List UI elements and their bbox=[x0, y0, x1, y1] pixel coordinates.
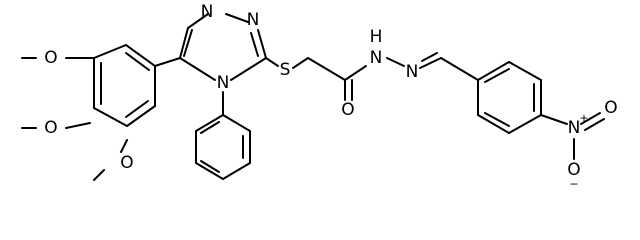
atom-o-nitro-single: O bbox=[567, 160, 580, 180]
structure-canvas: O O O N N N S O H N N N + O O − bbox=[21, 2, 618, 191]
charge-minus-nitro: − bbox=[569, 178, 578, 191]
atom-o-methoxy-bot: O bbox=[120, 153, 133, 173]
atom-labels: O O O N N N S O H N N N + O O − bbox=[44, 2, 617, 191]
atom-o-nitro-double: O bbox=[604, 98, 617, 118]
bond-o-ring-mid bbox=[65, 122, 91, 129]
bond-o-ring-bot bbox=[120, 139, 128, 153]
atom-o-methoxy-mid: O bbox=[44, 118, 57, 138]
bonds bbox=[21, 13, 605, 181]
atom-o-carbonyl: O bbox=[341, 100, 354, 120]
molecule-structure: O O O N N N S O H N N N + O O − bbox=[21, 2, 618, 191]
nitrophenyl-ring bbox=[440, 57, 542, 134]
triazole-ring bbox=[179, 13, 267, 81]
bond-methyl-bot bbox=[93, 169, 105, 181]
bond-ring-nitro bbox=[540, 114, 568, 125]
atom-s-thioether: S bbox=[280, 60, 291, 80]
charge-plus-nitro: + bbox=[579, 112, 588, 125]
atom-n-triazole-2: N bbox=[247, 10, 260, 30]
bond-carbonyl-nh bbox=[344, 65, 367, 81]
bond-aryl-triazole bbox=[154, 57, 181, 67]
atom-o-methoxy-top: O bbox=[44, 48, 57, 68]
bond-triazole-s bbox=[265, 57, 279, 67]
bond-nh-n bbox=[386, 57, 405, 67]
bond-nitro-o-double bbox=[580, 112, 601, 125]
atom-n-nitro: N bbox=[568, 118, 581, 138]
bond-n-imine bbox=[419, 57, 442, 69]
atom-n-triazole-1: N bbox=[201, 2, 214, 22]
trimethoxyphenyl-ring bbox=[93, 44, 156, 127]
atom-n-triazole-4: N bbox=[217, 73, 230, 93]
atom-n-hydrazide: N bbox=[370, 48, 383, 68]
bond-ch2-carbonyl bbox=[307, 57, 346, 81]
atom-h-hydrazide: H bbox=[370, 27, 383, 47]
phenyl-ring bbox=[195, 114, 251, 180]
bond-s-ch2 bbox=[292, 57, 309, 69]
atom-n-imine: N bbox=[406, 62, 419, 82]
